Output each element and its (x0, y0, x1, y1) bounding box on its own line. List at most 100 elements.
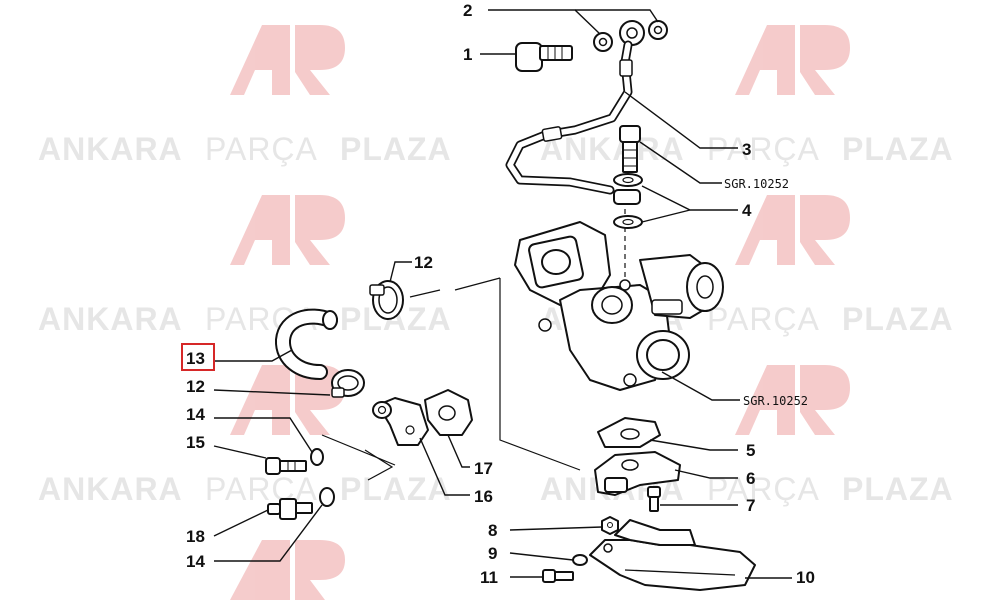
label-part-13: 13 (186, 349, 205, 368)
watermark-brand: ANKARA (38, 471, 183, 507)
leader-line (488, 9, 601, 35)
watermark-text-row: ANKARA PARÇA PLAZA (540, 131, 954, 167)
part-gasket (424, 389, 473, 436)
part-stud (267, 498, 313, 520)
label-part-9: 9 (488, 544, 497, 563)
part-washer (648, 20, 668, 40)
part-washer (310, 448, 324, 466)
leader-line (214, 349, 293, 362)
label-part-5: 5 (746, 441, 755, 460)
watermark-logo (230, 195, 345, 265)
leader-lines (213, 9, 792, 579)
part-heat-shield (589, 519, 756, 591)
leader-line (389, 261, 412, 283)
assembly-guides (321, 200, 626, 481)
watermark-brand: PARÇA (205, 131, 318, 167)
guide-line (321, 434, 396, 466)
guide-line (454, 277, 501, 291)
leader-line (214, 417, 313, 453)
watermark-layer: ANKARA PARÇA PLAZA ANKARA PARÇA PLAZA AN… (38, 25, 954, 600)
part-oil-return-flange (594, 451, 681, 496)
leader-line (419, 437, 470, 496)
part-stud-bolt (619, 125, 641, 173)
part-nut (601, 516, 619, 535)
label-part-3: 3 (742, 140, 751, 159)
leader-line (649, 439, 738, 451)
part-banjo-bolt (515, 42, 573, 72)
label-part-10: 10 (796, 568, 815, 587)
watermark-logo (230, 25, 345, 95)
label-part-16: 16 (474, 487, 493, 506)
label-part-2: 2 (463, 1, 472, 20)
watermark-brand: PARÇA (707, 301, 820, 337)
leader-line (509, 526, 603, 531)
label-part-8: 8 (488, 521, 497, 540)
guide-line (409, 289, 441, 298)
leader-line (447, 434, 470, 468)
leader-line (575, 9, 659, 23)
watermark-brand: PLAZA (842, 301, 954, 337)
part-washer (593, 32, 613, 52)
watermark-text-row: ANKARA PARÇA PLAZA (38, 131, 452, 167)
label-part-18: 18 (186, 527, 205, 546)
part-crush-washer (613, 173, 643, 229)
label-part-14-upper: 14 (186, 405, 205, 424)
leader-line (213, 389, 331, 396)
part-hose (275, 308, 338, 380)
watermark-logo (230, 540, 345, 600)
label-part-11: 11 (480, 568, 498, 587)
watermark-brand: ANKARA (38, 301, 183, 337)
highlight-box-13 (181, 343, 215, 371)
part-turbocharger (514, 221, 724, 391)
part-hose-clamp (369, 280, 404, 320)
part-bolt (647, 486, 661, 512)
watermark-text-row: ANKARA PARÇA PLAZA (38, 301, 451, 337)
guide-line (364, 449, 394, 481)
label-part-12-lower: 12 (186, 377, 205, 396)
leader-line (213, 509, 269, 537)
watermark-logo (735, 195, 850, 265)
watermark-brand: PLAZA (842, 471, 954, 507)
label-part-1: 1 (463, 45, 472, 64)
part-labels: 2 1 3 SGR.10252 4 12 13 12 SGR.10252 14 … (181, 1, 815, 587)
watermark-brand: ANKARA (540, 131, 685, 167)
watermark-logo (735, 25, 850, 95)
leader-line (639, 141, 722, 184)
watermark-brand: PLAZA (842, 131, 954, 167)
watermark-brand: PARÇA (707, 131, 820, 167)
watermark-brand: PLAZA (340, 131, 452, 167)
label-part-7: 7 (746, 496, 755, 515)
watermark-logo (735, 365, 850, 435)
watermark-brand: PARÇA (205, 471, 318, 507)
label-part-17: 17 (474, 459, 493, 478)
part-oil-feed-pipe (505, 20, 645, 195)
label-part-4: 4 (742, 201, 752, 220)
leader-line (214, 504, 323, 562)
watermark-text-row: ANKARA PARÇA PLAZA (38, 471, 452, 507)
watermark-brand: ANKARA (38, 131, 183, 167)
ref-sgr-bottom: SGR.10252 (743, 394, 808, 408)
part-bolt (265, 457, 307, 475)
part-pipe-flange (372, 397, 429, 446)
part-washer (572, 554, 588, 566)
leader-line (661, 371, 740, 401)
label-part-12-upper: 12 (414, 253, 433, 272)
part-washer (319, 487, 335, 507)
leader-line (509, 552, 574, 561)
ref-sgr-top: SGR.10252 (724, 177, 789, 191)
watermark-brand: PLAZA (340, 471, 452, 507)
watermark-brand: PARÇA (707, 471, 820, 507)
part-bolt (542, 569, 574, 583)
leader-line (674, 469, 738, 479)
leader-line (641, 209, 691, 223)
label-part-15: 15 (186, 433, 205, 452)
watermark-logo (230, 365, 345, 435)
part-hose-clamp (331, 369, 365, 398)
label-part-6: 6 (746, 469, 755, 488)
part-gasket (597, 417, 661, 448)
guide-line (499, 278, 581, 471)
leader-line (624, 91, 738, 149)
label-part-14-lower: 14 (186, 552, 205, 571)
